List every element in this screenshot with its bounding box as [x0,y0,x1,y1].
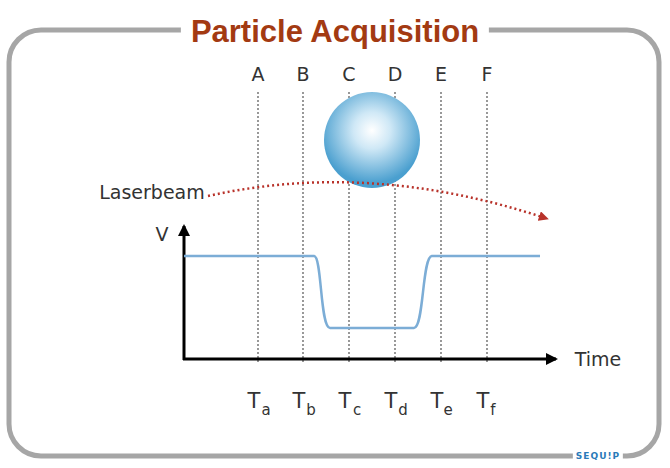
time-subscript: b [306,403,316,418]
voltage-axis [183,226,186,360]
position-letter: E [435,65,447,84]
time-symbol: T [248,391,261,412]
axis-label: V [156,225,169,244]
particle [324,92,420,188]
beam-label: Laserbeam [99,183,205,202]
signal-trace [184,256,540,328]
time-symbol: T [431,391,444,412]
time-subscript: a [261,403,270,418]
axis-label: Time [575,350,622,369]
position-letter: F [482,65,493,84]
time-subscript: d [398,403,408,418]
position-letter: B [296,65,309,84]
time-subscript: f [490,403,495,418]
time-markers [258,92,487,362]
time-subscript: e [443,403,452,418]
time-symbol: T [339,391,352,412]
time-symbol: T [293,391,306,412]
diagram-title: Particle Acquisition [181,16,489,47]
position-letter: A [252,65,265,84]
laser-beam [208,182,545,218]
position-letter: C [342,65,355,84]
logo-text: SEQU!P [573,452,623,461]
time-subscript: c [353,403,361,418]
position-letter: D [388,65,403,84]
time-symbol: T [477,391,490,412]
time-axis [183,358,556,361]
frame [9,30,659,456]
time-symbol: T [385,391,398,412]
